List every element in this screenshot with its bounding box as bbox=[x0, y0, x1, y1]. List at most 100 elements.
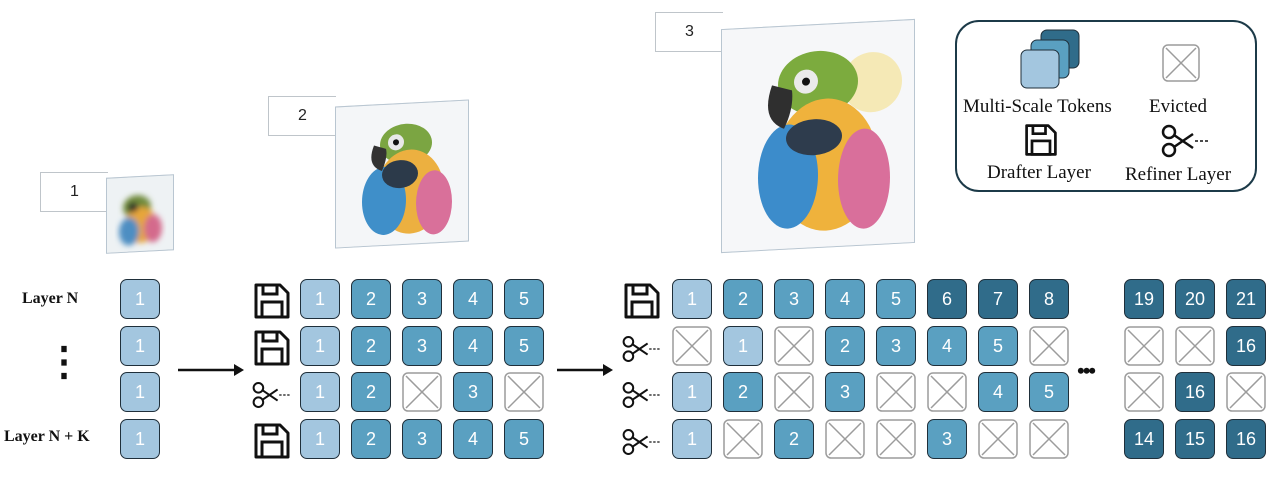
evicted-token bbox=[876, 419, 916, 459]
evicted-token bbox=[876, 372, 916, 412]
evicted-token bbox=[774, 326, 814, 366]
evicted-token bbox=[1226, 372, 1266, 412]
layer-label-top: Layer N bbox=[22, 290, 79, 307]
token: 16 bbox=[1175, 372, 1215, 412]
token: 3 bbox=[402, 326, 442, 366]
token: 5 bbox=[978, 326, 1018, 366]
token: 16 bbox=[1226, 326, 1266, 366]
evicted-token bbox=[1124, 372, 1164, 412]
token: 4 bbox=[453, 279, 493, 319]
token: 4 bbox=[453, 419, 493, 459]
token: 2 bbox=[351, 279, 391, 319]
token: 5 bbox=[504, 279, 544, 319]
vertical-ellipsis: ⋮ bbox=[44, 339, 84, 384]
token: 5 bbox=[504, 326, 544, 366]
scale-label-1: 1 bbox=[40, 172, 108, 212]
parrot-image-full bbox=[722, 19, 915, 254]
evicted-icon bbox=[1162, 44, 1200, 82]
token: 21 bbox=[1226, 279, 1266, 319]
evicted-token bbox=[723, 419, 763, 459]
scale-label-3: 3 bbox=[655, 12, 723, 52]
token: 4 bbox=[927, 326, 967, 366]
evicted-token bbox=[774, 372, 814, 412]
token: 2 bbox=[774, 419, 814, 459]
token: 8 bbox=[1029, 279, 1069, 319]
parrot-image-medium bbox=[336, 100, 469, 249]
token: 3 bbox=[402, 279, 442, 319]
token: 3 bbox=[825, 372, 865, 412]
token: 3 bbox=[774, 279, 814, 319]
arrow-stage2-to-stage3 bbox=[557, 364, 613, 376]
image-panel-scale-1 bbox=[106, 174, 174, 254]
legend-drafter-label: Drafter Layer bbox=[987, 162, 1091, 183]
token: 19 bbox=[1124, 279, 1164, 319]
refiner-scissors-icon bbox=[1161, 124, 1209, 158]
token: 4 bbox=[978, 372, 1018, 412]
token: 3 bbox=[876, 326, 916, 366]
evicted-token bbox=[825, 419, 865, 459]
token: 4 bbox=[453, 326, 493, 366]
token: 1 bbox=[300, 419, 340, 459]
legend-refiner-label: Refiner Layer bbox=[1125, 164, 1232, 185]
token: 1 bbox=[672, 419, 712, 459]
arrow-stage1-to-stage2 bbox=[178, 364, 244, 376]
token: 1 bbox=[723, 326, 763, 366]
evicted-token bbox=[978, 419, 1018, 459]
token: 5 bbox=[876, 279, 916, 319]
token: 2 bbox=[351, 419, 391, 459]
token: 16 bbox=[1226, 419, 1266, 459]
token: 1 bbox=[300, 326, 340, 366]
refiner-scissors-icon bbox=[622, 428, 661, 455]
token: 4 bbox=[825, 279, 865, 319]
token: 20 bbox=[1175, 279, 1215, 319]
token: 6 bbox=[927, 279, 967, 319]
drafter-save-icon bbox=[624, 283, 660, 319]
drafter-save-icon bbox=[254, 423, 290, 459]
token: 1 bbox=[300, 372, 340, 412]
drafter-save-icon bbox=[254, 330, 290, 366]
token: 1 bbox=[300, 279, 340, 319]
token: 1 bbox=[672, 279, 712, 319]
token: 3 bbox=[402, 419, 442, 459]
legend-evicted-label: Evicted bbox=[1149, 96, 1208, 117]
token: 5 bbox=[1029, 372, 1069, 412]
evicted-token bbox=[402, 372, 442, 412]
scale-label-2: 2 bbox=[268, 96, 336, 136]
stage1-token: 1 bbox=[120, 372, 160, 412]
multi-scale-tokens-icon bbox=[1020, 29, 1080, 89]
evicted-token bbox=[1124, 326, 1164, 366]
drafter-save-icon bbox=[1025, 124, 1057, 156]
token: 1 bbox=[672, 372, 712, 412]
token: 15 bbox=[1175, 419, 1215, 459]
token: 14 bbox=[1124, 419, 1164, 459]
legend-box: Multi-Scale Tokens Evicted Drafter Layer… bbox=[955, 20, 1257, 192]
token: 7 bbox=[978, 279, 1018, 319]
stage1-token: 1 bbox=[120, 279, 160, 319]
evicted-token bbox=[504, 372, 544, 412]
token: 2 bbox=[723, 279, 763, 319]
token: 2 bbox=[351, 326, 391, 366]
evicted-token bbox=[672, 326, 712, 366]
token: 3 bbox=[927, 419, 967, 459]
legend-multi-scale-label: Multi-Scale Tokens bbox=[963, 96, 1112, 117]
layer-label-bottom: Layer N + K bbox=[4, 428, 90, 445]
token: 5 bbox=[504, 419, 544, 459]
token: 2 bbox=[351, 372, 391, 412]
refiner-scissors-icon bbox=[622, 335, 661, 362]
evicted-token bbox=[1029, 326, 1069, 366]
evicted-token bbox=[1175, 326, 1215, 366]
evicted-token bbox=[1029, 419, 1069, 459]
token: 2 bbox=[825, 326, 865, 366]
refiner-scissors-icon bbox=[622, 381, 661, 408]
image-panel-scale-2 bbox=[335, 99, 469, 249]
stage1-token: 1 bbox=[120, 419, 160, 459]
stage1-token: 1 bbox=[120, 326, 160, 366]
image-panel-scale-3 bbox=[721, 18, 915, 254]
token: 2 bbox=[723, 372, 763, 412]
horizontal-ellipsis: ••• bbox=[1077, 358, 1096, 383]
token: 3 bbox=[453, 372, 493, 412]
evicted-token bbox=[927, 372, 967, 412]
parrot-image-blurred bbox=[107, 175, 174, 254]
drafter-save-icon bbox=[254, 283, 290, 319]
refiner-scissors-icon bbox=[252, 381, 291, 408]
